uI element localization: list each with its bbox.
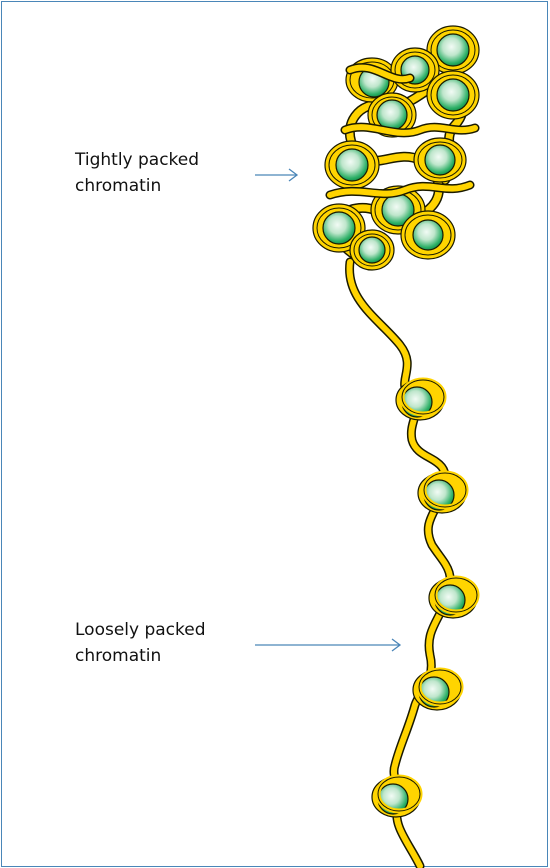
nucleosome (396, 380, 444, 420)
loose-nucleosomes (372, 380, 477, 817)
nucleosome (372, 777, 420, 817)
nucleosome (418, 473, 466, 513)
nucleosome (413, 670, 461, 710)
nucleosome (414, 138, 466, 182)
tightly-packed-arrow (255, 169, 297, 181)
nucleosome (325, 141, 379, 189)
tight-chromatin-cluster (313, 26, 479, 270)
nucleosome (350, 230, 394, 270)
loosely-packed-arrow (255, 639, 400, 651)
nucleosome (429, 578, 477, 618)
nucleosome (401, 211, 455, 259)
nucleosome (427, 71, 479, 119)
